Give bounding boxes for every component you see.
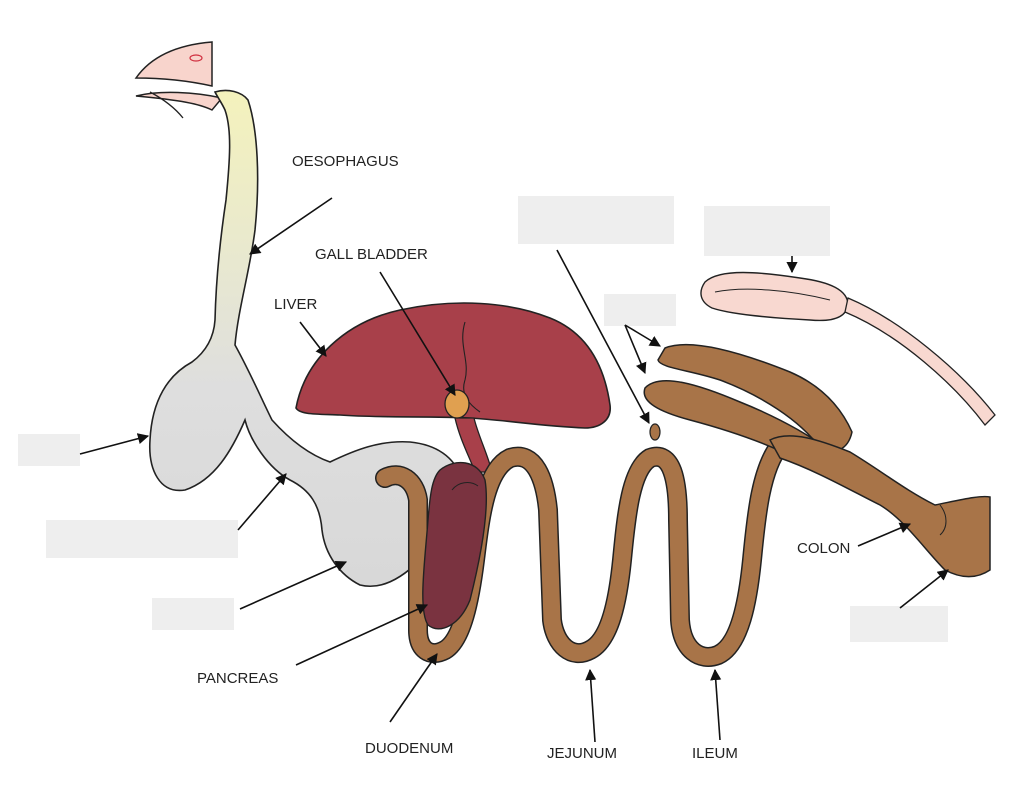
leader-lines: [79, 197, 949, 743]
label-liver: LIVER: [274, 296, 318, 313]
hidden-label-box: [518, 196, 674, 244]
colon: [768, 435, 991, 578]
hidden-label-box: [704, 206, 830, 256]
upper-digestive-tract: [149, 89, 463, 587]
beak: [134, 41, 224, 119]
label-duodenum: DUODENUM: [365, 740, 453, 757]
label-ileum: ILEUM: [692, 745, 738, 762]
pancreas: [422, 461, 488, 630]
label-jejunum: JEJUNUM: [547, 745, 617, 762]
hidden-label-box: [18, 434, 80, 466]
gall-bladder: [444, 389, 470, 419]
hidden-label-box: [604, 294, 676, 326]
liver: [295, 302, 611, 429]
label-pancreas: PANCREAS: [197, 670, 278, 687]
label-gall-bladder: GALL BLADDER: [315, 246, 428, 263]
hidden-label-box: [152, 598, 234, 630]
small-intestine: [375, 423, 790, 667]
label-oesophagus: OESOPHAGUS: [292, 153, 399, 170]
hidden-label-box: [46, 520, 238, 558]
label-colon: COLON: [797, 540, 850, 557]
oviduct: [700, 271, 996, 426]
hidden-label-box: [850, 606, 948, 642]
